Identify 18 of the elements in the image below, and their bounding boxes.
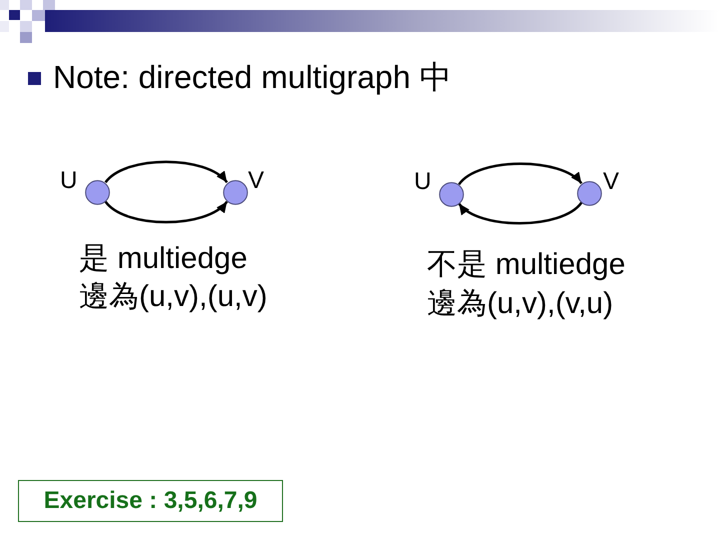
vertex-circle (222, 180, 248, 204)
vertex-circle (438, 182, 464, 206)
bullet-text: Note: directed multigraph 中 (53, 61, 452, 93)
arrow (458, 162, 582, 186)
caption-text: 不是 multiedge (427, 250, 626, 280)
arrow (104, 160, 228, 184)
caption-text: 是 multiedge (79, 244, 248, 274)
vertex-label: V (248, 169, 264, 193)
vertex-label: U (60, 169, 78, 193)
caption-text: 邊為(u,v),(v,u) (427, 288, 614, 318)
vertex-circle (577, 180, 602, 206)
vertex-label: V (603, 170, 620, 194)
arrow (458, 202, 582, 224)
arrow (104, 200, 228, 224)
vertex-circle (85, 180, 110, 204)
caption-text: 邊為(u,v),(u,v) (79, 282, 268, 312)
exercise-box: Exercise : 3,5,6,7,9 (18, 480, 283, 522)
vertex-label: U (414, 170, 432, 194)
